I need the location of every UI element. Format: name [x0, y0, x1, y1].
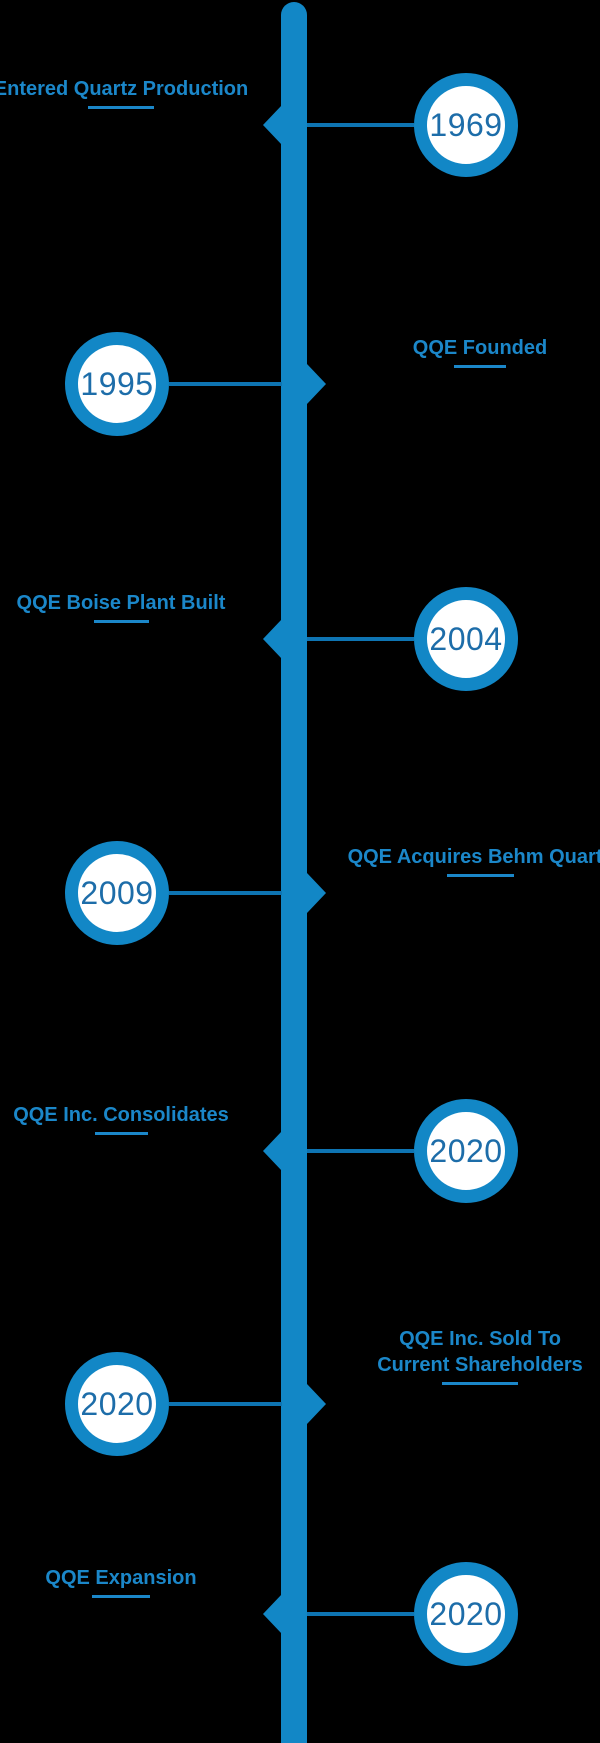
event-label-text: QQE Founded	[412, 337, 548, 359]
arrowhead-right-icon	[307, 364, 326, 404]
event-label: QQE Inc. Sold To Current Shareholders	[352, 1326, 600, 1385]
year-text: 2020	[80, 1385, 154, 1422]
year-circle: 2004	[414, 587, 518, 691]
label-underline	[93, 620, 149, 623]
event-label-text: Entered Quartz Production	[0, 78, 249, 100]
connector-line	[169, 891, 282, 895]
event-label-text: QQE Boise Plant Built	[16, 592, 226, 614]
year-circle: 2020	[414, 1562, 518, 1666]
label-underline	[454, 365, 506, 368]
connector-line	[307, 1149, 414, 1153]
timeline-bar	[281, 2, 307, 1743]
arrowhead-right-icon	[307, 1384, 326, 1424]
year-text: 1995	[80, 365, 154, 402]
arrowhead-right-icon	[307, 873, 326, 913]
event-label: QQE Inc. Consolidates	[0, 1102, 242, 1135]
event-label-text: QQE Acquires Behm Quartz	[347, 846, 600, 868]
label-underline	[442, 1382, 518, 1385]
year-text: 2020	[429, 1132, 503, 1169]
arrowhead-left-icon	[263, 105, 282, 145]
connector-line	[307, 123, 414, 127]
event-label: QQE Acquires Behm Quartz	[348, 844, 600, 877]
year-circle: 1969	[414, 73, 518, 177]
connector-line	[169, 382, 282, 386]
arrowhead-left-icon	[263, 1131, 282, 1171]
label-underline	[92, 1595, 150, 1598]
year-text: 2004	[429, 620, 503, 657]
event-label-text: Current Shareholders	[377, 1354, 583, 1376]
label-underline	[94, 1132, 148, 1135]
event-label: QQE Founded	[352, 335, 600, 368]
year-text: 1969	[429, 106, 503, 143]
event-label: Entered Quartz Production	[0, 76, 248, 109]
year-text: 2009	[80, 874, 154, 911]
event-label: QQE Expansion	[0, 1565, 242, 1598]
event-label: QQE Boise Plant Built	[0, 590, 242, 623]
year-circle: 2009	[65, 841, 169, 945]
event-label-text: QQE Expansion	[45, 1567, 197, 1589]
arrowhead-left-icon	[263, 619, 282, 659]
event-label-text: QQE Inc. Sold To	[399, 1328, 561, 1350]
label-underline	[446, 874, 514, 877]
year-text: 2020	[429, 1595, 503, 1632]
event-label-text: QQE Inc. Consolidates	[13, 1104, 229, 1126]
year-circle: 1995	[65, 332, 169, 436]
connector-line	[307, 1612, 414, 1616]
year-circle: 2020	[65, 1352, 169, 1456]
connector-line	[307, 637, 414, 641]
year-circle: 2020	[414, 1099, 518, 1203]
connector-line	[169, 1402, 282, 1406]
label-underline	[88, 106, 154, 109]
arrowhead-left-icon	[263, 1594, 282, 1634]
